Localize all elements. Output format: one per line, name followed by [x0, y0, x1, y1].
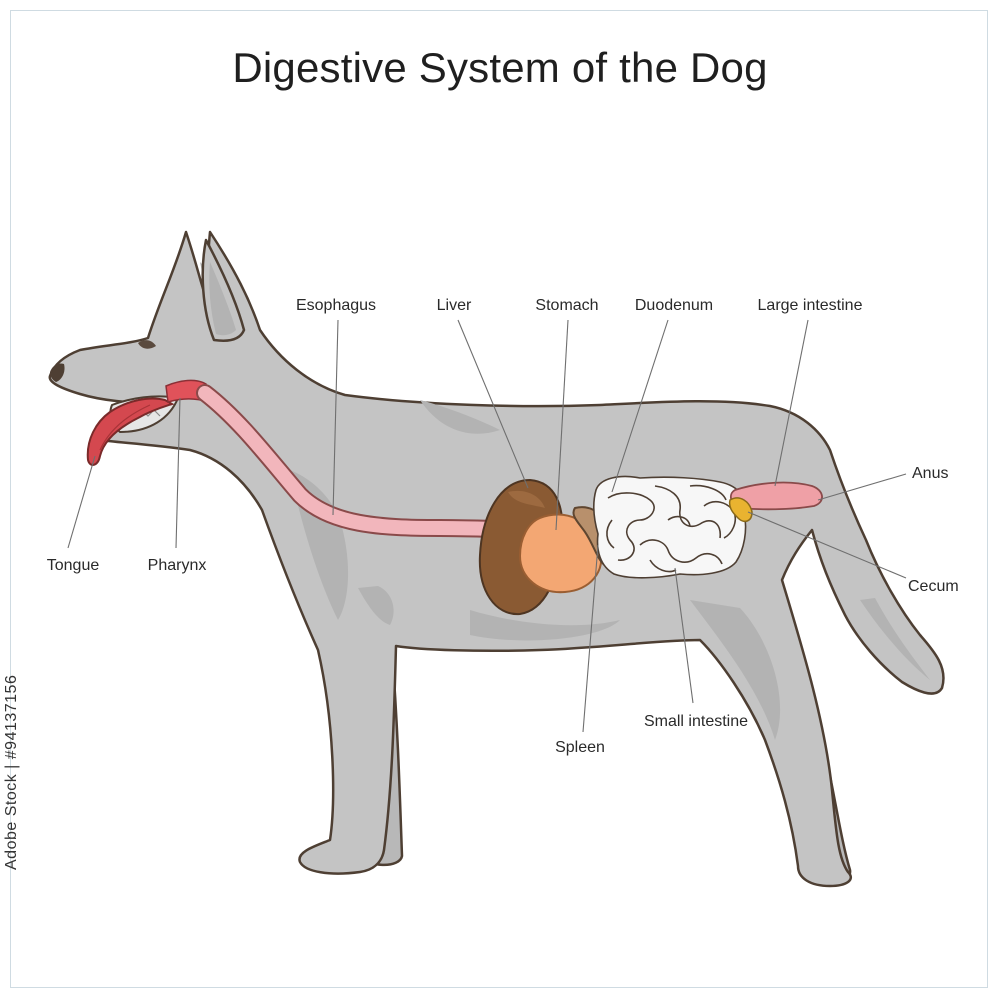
- diagram-frame: [10, 10, 988, 988]
- cecum-shape: [728, 497, 753, 523]
- thigh-shadow: [690, 600, 781, 740]
- label-liver: Liver: [437, 297, 472, 314]
- tail-shadow: [860, 598, 930, 680]
- leader-small-intestine: [674, 567, 694, 704]
- label-esophagus: Esophagus: [296, 297, 376, 314]
- shoulder-shadow: [358, 586, 394, 625]
- near-ear-inner: [209, 262, 236, 336]
- small-intestine-coils: [593, 475, 747, 579]
- label-stomach: Stomach: [535, 297, 598, 314]
- label-large-intestine: Large intestine: [758, 297, 863, 314]
- leader-spleen: [582, 544, 599, 733]
- label-pharynx: Pharynx: [148, 557, 207, 574]
- label-tongue: Tongue: [47, 557, 100, 574]
- liver-highlight: [508, 490, 545, 508]
- nose-icon: [50, 363, 65, 382]
- label-duodenum: Duodenum: [635, 297, 713, 314]
- label-anus: Anus: [912, 465, 948, 482]
- tongue-crease: [99, 404, 151, 451]
- tongue-shape: [86, 397, 175, 466]
- belly-shadow: [470, 610, 620, 641]
- leader-pharynx: [175, 397, 181, 549]
- leader-duodenum: [611, 319, 669, 493]
- label-cecum: Cecum: [908, 578, 959, 595]
- diagram-title: Digestive System of the Dog: [232, 44, 768, 91]
- leader-stomach: [555, 319, 569, 531]
- leader-tongue: [67, 455, 96, 549]
- labels: Esophagus Liver Stomach Duodenum Large i…: [47, 297, 959, 756]
- chest-shadow: [420, 400, 500, 434]
- leader-cecum: [747, 511, 907, 579]
- leader-lines: [67, 319, 907, 733]
- leader-large-intestine: [774, 319, 809, 487]
- leader-liver: [457, 319, 529, 489]
- leader-anus: [817, 473, 907, 501]
- label-spleen: Spleen: [555, 739, 605, 756]
- leader-esophagus: [332, 319, 339, 516]
- label-small-intestine: Small intestine: [644, 713, 748, 730]
- eye-icon: [138, 340, 156, 349]
